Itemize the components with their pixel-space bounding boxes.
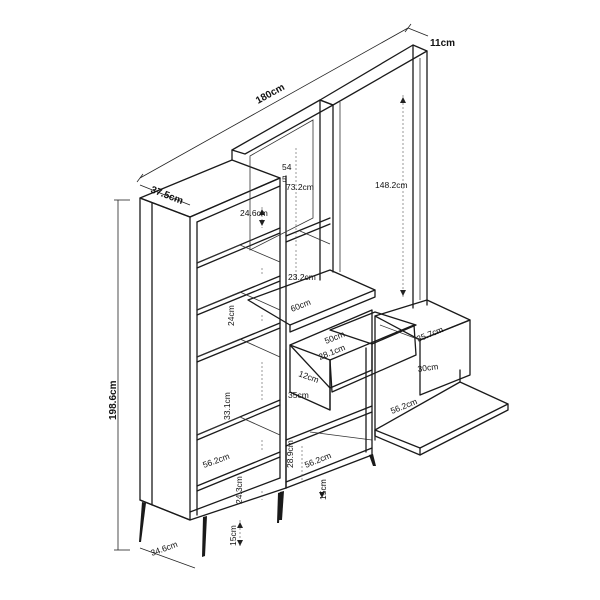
- mid-width-label: 60cm: [289, 297, 312, 314]
- upper-mid-small-b-label: 5: [282, 174, 287, 184]
- left-cabinet: [139, 159, 287, 557]
- dimension-lines: [114, 23, 429, 569]
- shelf-2-label: 24cm: [226, 305, 236, 326]
- drawer-height-label: 12cm: [297, 368, 320, 385]
- total-width-label: 180cm: [254, 82, 287, 107]
- mirror-height-label: 73.2cm: [286, 182, 314, 192]
- base-depth-label: 34.6cm: [149, 539, 179, 558]
- right-inner-label: 30cm: [417, 361, 439, 374]
- mid-width-2-label: 56.2cm: [303, 450, 333, 470]
- right-cabinet: [319, 44, 509, 456]
- middle-cabinet: [231, 99, 417, 520]
- total-height-label: 198.6cm: [108, 380, 119, 420]
- shelf-5-label: 24.3cm: [234, 476, 244, 504]
- mid-lower-height-label: 35cm: [288, 390, 309, 400]
- mid-lower-2-label: 28.9cm: [285, 440, 295, 468]
- mid-leg-label: 15cm: [318, 479, 328, 500]
- right-height-label-visible: 148.2cm: [375, 180, 408, 190]
- shelf-4-label: 56.2cm: [201, 451, 231, 470]
- right-width-label: 56.2cm: [389, 396, 419, 416]
- right-side-label: 35.7cm: [415, 324, 445, 344]
- depth-top-label: 11cm: [430, 38, 455, 49]
- upper-mid-small-label: 54: [282, 162, 292, 172]
- left-leg-label: 15cm: [228, 525, 238, 546]
- mid-shelf-height-label: 23.2cm: [288, 272, 316, 282]
- shelf-3-label: 33.1cm: [222, 392, 232, 420]
- shelf-1-label: 24.6cm: [240, 208, 268, 218]
